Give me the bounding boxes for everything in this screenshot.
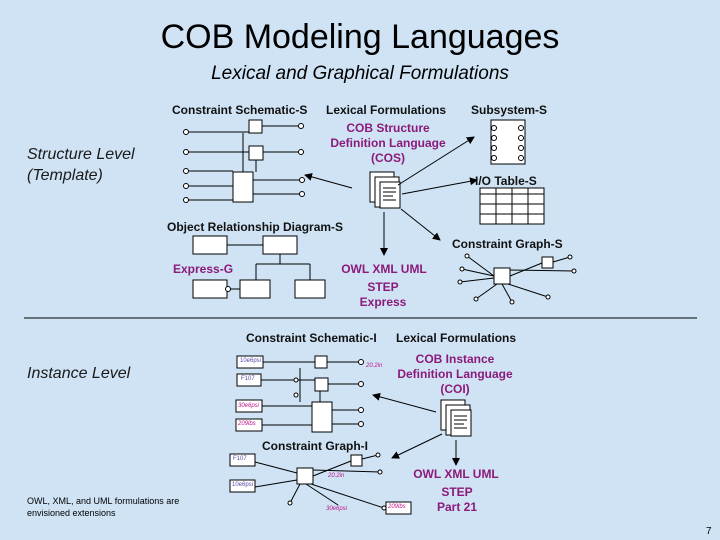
structure-lexical-formulations-label: Lexical Formulations <box>326 103 447 117</box>
constraint-schematic-s-label: Constraint Schematic-S <box>172 103 308 117</box>
graph-value-label: 20.2in <box>328 473 345 479</box>
schematic-value-label: 30e6psi <box>238 403 260 409</box>
structure-level-label: Structure Level (Template) <box>27 146 135 184</box>
graph-value-label: 30e6psi <box>326 506 348 512</box>
object-relationship-diagram-s-label: Object Relationship Diagram-S <box>167 220 344 234</box>
express-g-label: Express-G <box>173 262 234 276</box>
subsystem-s-diagram <box>490 119 526 165</box>
schematic-value-label: F107 <box>241 376 255 382</box>
instance-value-boxes <box>229 453 412 515</box>
cos-document-icon <box>369 171 401 209</box>
constraint-schematic-s-diagram <box>183 119 305 203</box>
constraint-graph-s-label: Constraint Graph-S <box>452 237 563 251</box>
instance-arrows <box>372 392 460 466</box>
express-g-diagram <box>192 235 326 299</box>
constraint-graph-s-diagram <box>457 253 577 305</box>
slide-subtitle: Lexical and Graphical Formulations <box>211 63 509 84</box>
io-table-s-diagram <box>479 187 545 225</box>
constraint-schematic-i-diagram <box>235 355 364 433</box>
instance-lexical-formulations-label: Lexical Formulations <box>396 331 517 345</box>
structure-arrows <box>304 136 478 256</box>
schematic-value-label: 209lbs <box>238 421 256 427</box>
instance-owl-xml-uml-label: OWL XML UML <box>413 467 499 481</box>
constraint-graph-i-diagram <box>254 452 387 511</box>
graph-value-label: 209lbs <box>388 504 406 510</box>
step-express-label: STEP Express <box>359 280 407 309</box>
io-table-s-label: I/O Table-S <box>475 174 537 188</box>
step-part21-label: STEP Part 21 <box>436 485 478 514</box>
schematic-value-label: 20.2in <box>366 363 383 369</box>
instance-level-label: Instance Level <box>27 365 131 382</box>
subsystem-s-label: Subsystem-S <box>471 103 548 117</box>
structure-owl-xml-uml-label: OWL XML UML <box>341 262 427 276</box>
coi-language-label: COB Instance Definition Language (COI) <box>397 352 513 396</box>
constraint-graph-i-label: Constraint Graph-I <box>262 439 369 453</box>
coi-document-icon <box>440 399 472 437</box>
page-number: 7 <box>706 526 712 537</box>
slide-title: COB Modeling Languages <box>160 18 560 56</box>
cos-language-label: COB Structure Definition Language (COS) <box>330 121 446 165</box>
schematic-value-label: 10e6psi <box>240 358 262 364</box>
graph-value-label: F107 <box>233 456 247 462</box>
constraint-schematic-i-label: Constraint Schematic-I <box>246 331 377 345</box>
footnote: OWL, XML, and UML formulations are envis… <box>27 496 180 518</box>
graph-value-label: 10e6psi <box>232 482 254 488</box>
